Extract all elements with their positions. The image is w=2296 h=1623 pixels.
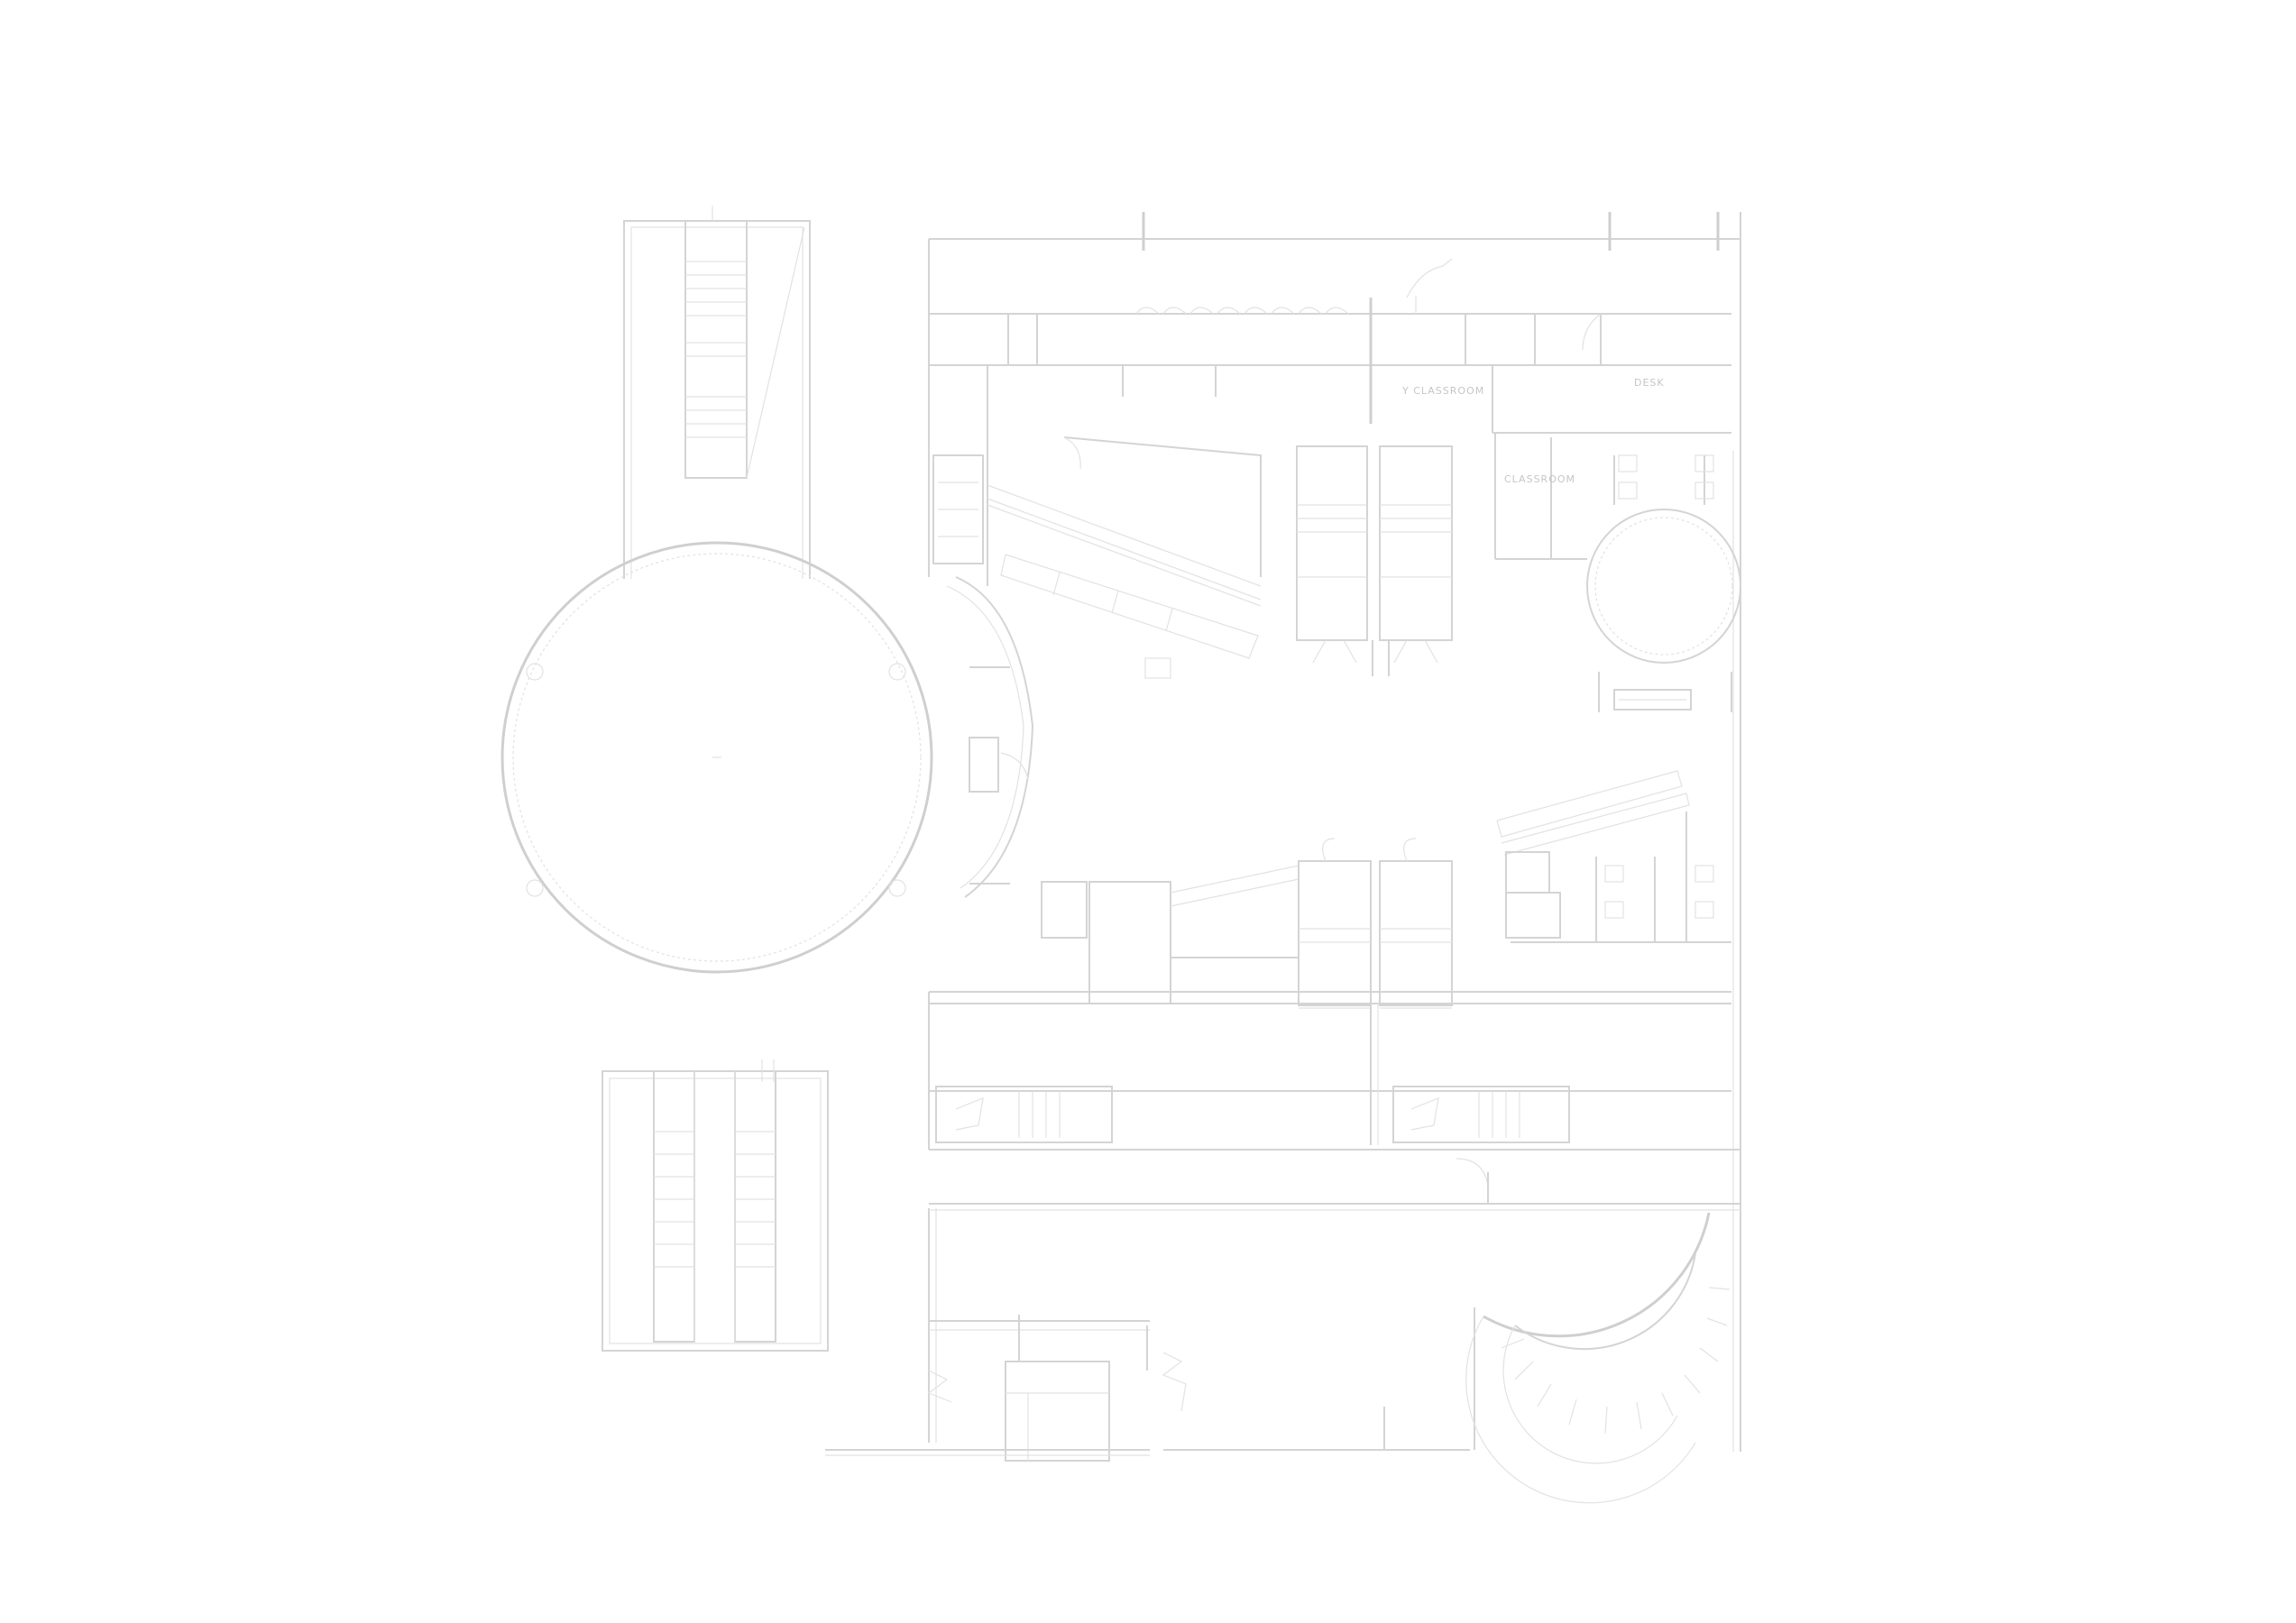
stair-treads-south <box>654 1131 776 1268</box>
main-building-outline <box>928 212 1741 1452</box>
room-label-desk: DESK <box>1634 377 1665 389</box>
east-lobby-rotunda <box>1586 454 1741 712</box>
stair-treads-north <box>685 261 747 438</box>
south-stair-cores <box>935 1086 1570 1204</box>
south-lecture-seating <box>1496 770 1731 943</box>
north-stair-cores <box>1296 445 1453 676</box>
spiral-staircase <box>1465 1212 1731 1504</box>
south-corridor <box>929 1149 1740 1211</box>
south-stair-block <box>602 1059 829 1352</box>
south-room-band <box>929 838 1731 1145</box>
room-label-y-classroom: Y CLASSROOM <box>1402 385 1485 397</box>
north-stair-shaft <box>623 206 811 579</box>
room-label-classroom: CLASSROOM <box>1504 473 1576 485</box>
south-wing <box>825 1307 1475 1462</box>
lecture-room-north <box>987 436 1262 679</box>
central-hall <box>946 576 1034 898</box>
north-room-band <box>929 258 1731 586</box>
rotunda <box>501 541 933 974</box>
